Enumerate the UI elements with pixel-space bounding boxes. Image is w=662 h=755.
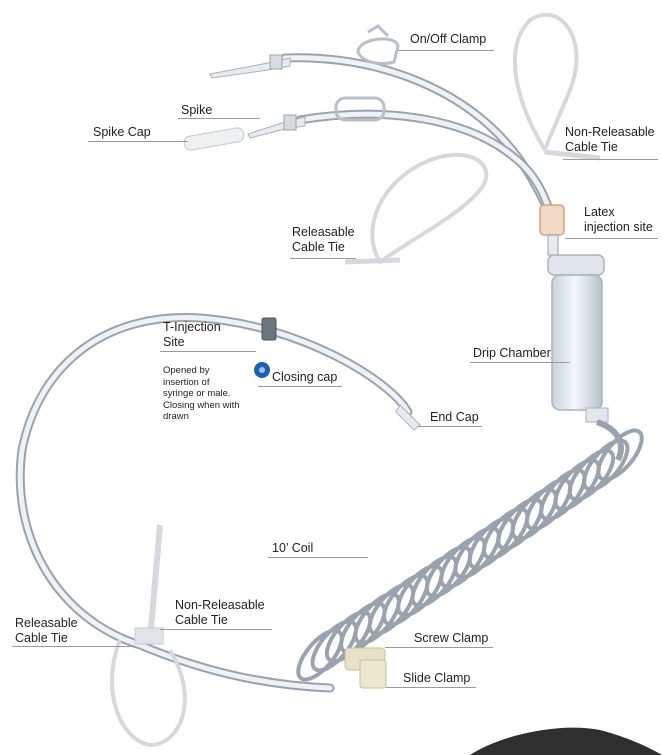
coil-ring bbox=[362, 578, 420, 641]
on-off-clamp bbox=[358, 26, 398, 64]
label-non-releasable-bottom-line2: Cable Tie bbox=[175, 613, 265, 628]
coil-ring bbox=[376, 569, 434, 632]
label-non-releasable-top-line1: Non-Releasable bbox=[565, 125, 655, 140]
t-injection-site bbox=[262, 318, 276, 340]
leader-spike-cap bbox=[88, 141, 188, 142]
label-non-releasable-bottom-line1: Non-Releasable bbox=[175, 598, 265, 613]
leader-releasable-bottom bbox=[12, 646, 134, 647]
spike-cap bbox=[183, 127, 245, 151]
leader-spike bbox=[178, 118, 260, 119]
leader-closing-cap bbox=[258, 386, 342, 387]
t-injection-note: Opened by insertion of syringe or male. … bbox=[163, 365, 241, 423]
label-latex-line1: Latex bbox=[584, 205, 653, 220]
lower-tube bbox=[300, 114, 553, 222]
label-drip-chamber: Drip Chamber bbox=[473, 346, 551, 361]
label-spike: Spike bbox=[181, 103, 212, 118]
label-closing-cap: Closing cap bbox=[272, 370, 337, 385]
coil-ring bbox=[405, 550, 463, 613]
leader-non-releasable-bottom bbox=[160, 629, 272, 630]
leader-screw-clamp bbox=[385, 647, 493, 648]
drip-chamber bbox=[548, 255, 621, 460]
leader-coil bbox=[268, 557, 368, 558]
label-latex-line2: injection site bbox=[584, 220, 653, 235]
screw-slide-clamp bbox=[345, 648, 386, 688]
leader-on-off-clamp bbox=[398, 50, 494, 51]
leader-non-releasable-top bbox=[563, 159, 658, 160]
label-releasable-top-line1: Releasable bbox=[292, 225, 355, 240]
coil-ring bbox=[419, 540, 477, 603]
label-releasable-top-line2: Cable Tie bbox=[292, 240, 355, 255]
label-on-off-clamp: On/Off Clamp bbox=[410, 32, 486, 47]
label-slide-clamp: Slide Clamp bbox=[403, 671, 470, 686]
label-releasable-bottom-line2: Cable Tie bbox=[15, 631, 78, 646]
top-releasable-tie-loop bbox=[345, 155, 486, 262]
leader-end-cap bbox=[418, 426, 482, 427]
label-coil: 10’ Coil bbox=[272, 541, 313, 556]
closing-cap bbox=[254, 362, 270, 378]
label-releasable-bottom-line1: Releasable bbox=[15, 616, 78, 631]
label-t-injection-line2: Site bbox=[163, 335, 221, 350]
label-non-releasable-bottom: Non-Releasable Cable Tie bbox=[175, 598, 265, 628]
label-latex: Latex injection site bbox=[584, 205, 653, 235]
leader-latex bbox=[565, 238, 658, 239]
corner-shadow bbox=[470, 728, 662, 755]
label-spike-cap: Spike Cap bbox=[93, 125, 151, 140]
coil-ring bbox=[391, 559, 449, 622]
upper-tube bbox=[285, 58, 552, 222]
upper-spike bbox=[210, 55, 290, 78]
coil-ring bbox=[291, 624, 349, 687]
label-releasable-top: Releasable Cable Tie bbox=[292, 225, 355, 255]
coil-ring bbox=[348, 587, 406, 650]
leader-slide-clamp bbox=[386, 687, 476, 688]
label-non-releasable-top-line2: Cable Tie bbox=[565, 140, 655, 155]
label-end-cap: End Cap bbox=[430, 410, 479, 425]
label-releasable-bottom: Releasable Cable Tie bbox=[15, 616, 78, 646]
leader-releasable-top bbox=[290, 258, 356, 259]
latex-injection-site bbox=[540, 205, 564, 255]
leader-t-injection bbox=[160, 351, 256, 352]
label-screw-clamp: Screw Clamp bbox=[414, 631, 488, 646]
label-t-injection: T-Injection Site bbox=[163, 320, 221, 350]
label-non-releasable-top: Non-Releasable Cable Tie bbox=[565, 125, 655, 155]
label-t-injection-line1: T-Injection bbox=[163, 320, 221, 335]
leader-drip-chamber bbox=[470, 362, 570, 363]
